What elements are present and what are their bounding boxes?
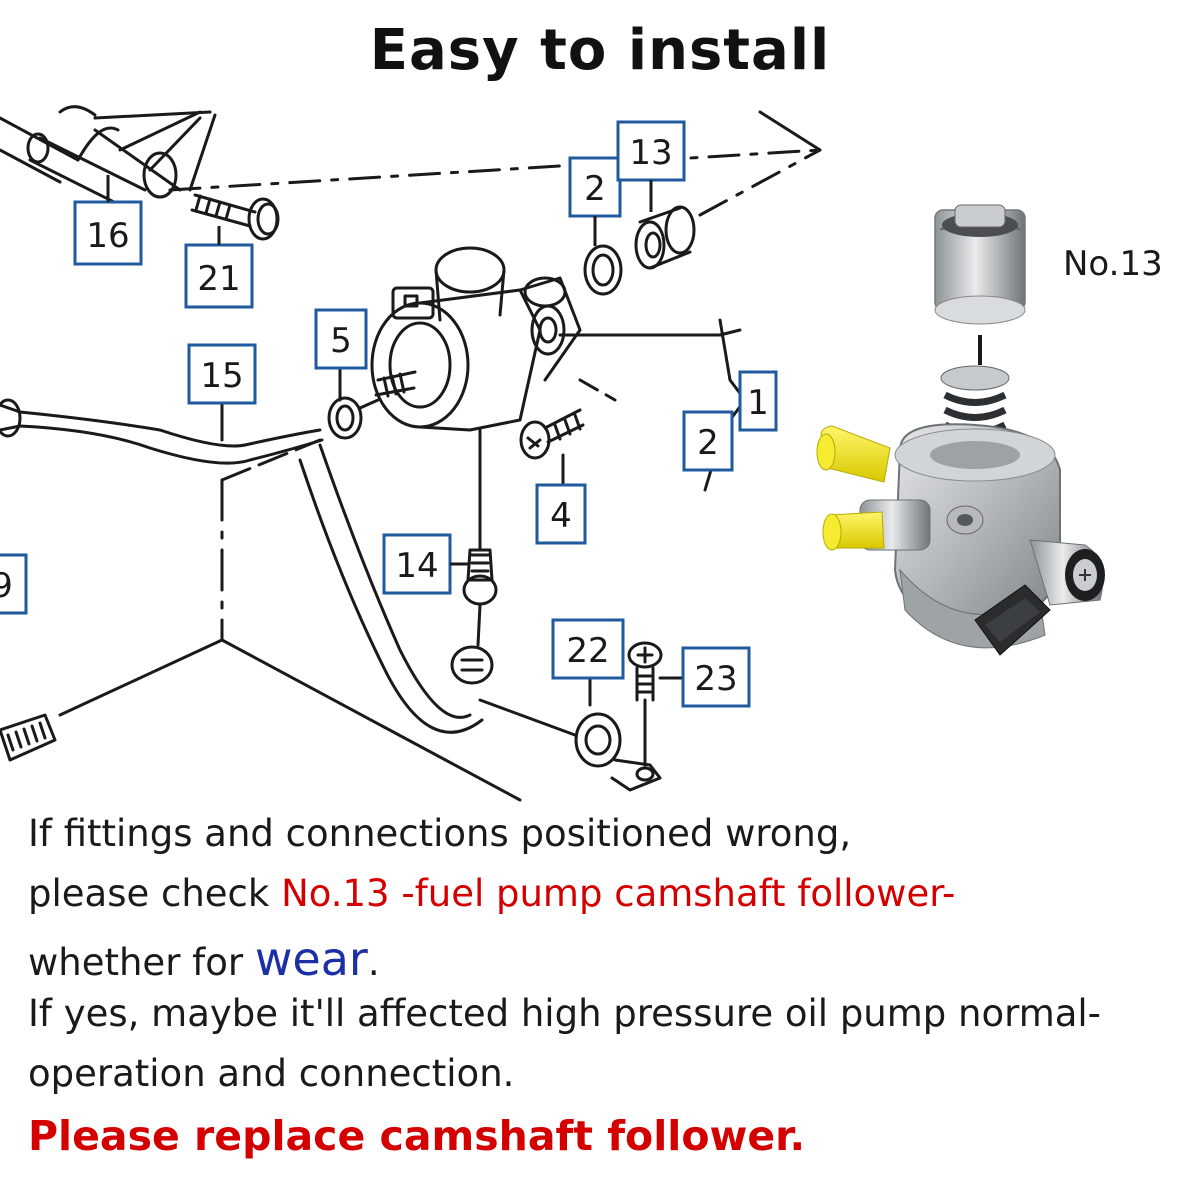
callout-label: 4 (550, 496, 572, 536)
callout-2-right: 2 (682, 410, 734, 472)
callout-label: 16 (86, 216, 129, 256)
callout-label: 14 (395, 546, 438, 586)
callout-label: 2 (584, 169, 606, 209)
camshaft-follower-image (934, 204, 1026, 365)
callout-label: 21 (197, 259, 240, 299)
callout-22: 22 (551, 618, 625, 680)
text-line-2: please check No.13 -fuel pump camshaft f… (28, 872, 955, 915)
callout-2-top: 2 (568, 156, 622, 246)
part-14-fitting (450, 548, 498, 685)
callout-label: 9 (0, 566, 13, 606)
line-art (0, 105, 822, 802)
text-line-3-suffix: . (367, 941, 380, 984)
part-4-bolt (519, 408, 585, 490)
wear-highlight: wear (254, 932, 368, 986)
callout-label: 15 (200, 356, 243, 396)
callout-label: 22 (566, 631, 609, 671)
part-13-follower-diagram (634, 205, 696, 270)
part-21-bolt (190, 193, 280, 241)
callout-label: 23 (694, 659, 737, 699)
pump-body-diagram (370, 246, 582, 552)
replace-warning: Please replace camshaft follower. (28, 1112, 806, 1160)
callout-21: 21 (184, 226, 254, 309)
callout-9: 9 (0, 553, 28, 615)
callout-1: 1 (738, 370, 778, 432)
callout-label: 5 (330, 321, 352, 361)
callout-4: 4 (535, 483, 587, 545)
part-15-fuel-line (0, 398, 484, 734)
callout-23: 23 (681, 646, 751, 708)
callout-label: 2 (697, 423, 719, 463)
callout-14: 14 (382, 533, 470, 595)
text-line-3-prefix: whether for (28, 941, 255, 984)
part-16-pipes (0, 105, 217, 212)
text-line-2-prefix: please check (28, 872, 282, 915)
follower-highlight: No.13 -fuel pump camshaft follower- (281, 872, 956, 915)
text-line-4: If yes, maybe it'll affected high pressu… (28, 992, 1102, 1035)
part-22-clip (478, 678, 662, 792)
page-title: Easy to install (369, 18, 831, 83)
exploded-parts-diagram: 16 21 2 13 5 15 1 (0, 105, 1163, 802)
callout-label: 13 (629, 133, 672, 173)
filter-part (0, 713, 57, 762)
fuel-pump-image (816, 365, 1105, 656)
text-line-3: whether for wear. (28, 932, 380, 986)
part-5-clamp (327, 366, 380, 440)
product-photo: No.13 (816, 204, 1163, 656)
callout-13: 13 (616, 120, 686, 212)
text-line-1: If fittings and connections positioned w… (28, 812, 852, 855)
callouts: 16 21 2 13 5 15 1 (0, 120, 778, 708)
callout-label: 1 (747, 383, 769, 423)
text-line-5: operation and connection. (28, 1052, 515, 1095)
callout-16: 16 (73, 175, 143, 266)
part-23-bolt (627, 641, 687, 767)
callout-15: 15 (187, 343, 257, 405)
callout-5: 5 (314, 308, 368, 370)
part-2-seal-ring (583, 244, 623, 296)
follower-label: No.13 (1063, 244, 1163, 284)
